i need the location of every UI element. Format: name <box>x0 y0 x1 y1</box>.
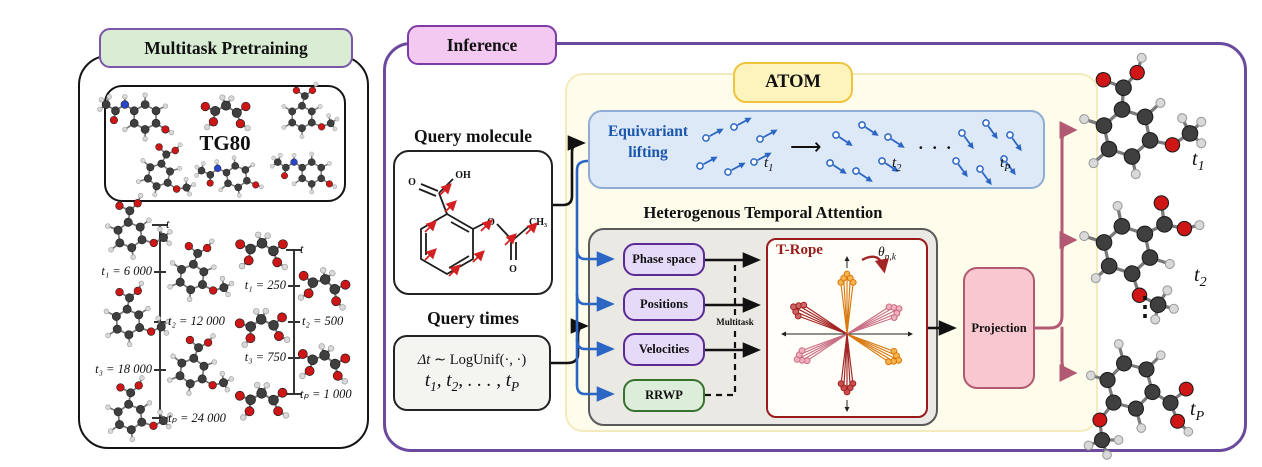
timeline-a-t2: t₂ = 12 000 <box>168 314 225 328</box>
molecule-icon <box>194 155 264 198</box>
query-molecule-box: OH O O O CH₃ <box>393 150 553 295</box>
timeline-b-t3: t₃ = 750 <box>244 350 286 364</box>
ellipsis-vertical: ⋮ <box>1132 292 1158 321</box>
molecule-icon <box>167 333 234 396</box>
equivariant-lifting-box <box>588 110 1045 189</box>
rotation-arrow <box>861 255 889 274</box>
positions-box: Positions <box>623 288 705 321</box>
query-times-distribution: Δt ∼ LogUnif(·, ·) <box>417 351 527 368</box>
tg80-label: TG80 <box>199 131 251 155</box>
tg80-molecules <box>97 81 340 198</box>
molecule-icon <box>235 231 288 271</box>
tg80-dataset-box <box>104 85 346 202</box>
molecule-icon <box>1079 195 1205 325</box>
trope-rotation-diagram <box>781 255 913 412</box>
molecule-icon <box>105 375 173 442</box>
molecule-icon <box>234 381 290 421</box>
molecule-icon <box>234 307 291 348</box>
query-times-header: Query times <box>427 308 519 328</box>
atom-label-ch3: CH₃ <box>529 217 547 228</box>
molecule-icon <box>103 280 171 348</box>
molecule-icon <box>97 92 175 142</box>
pretraining-title: Multitask Pretraining <box>144 37 308 58</box>
output-t2-label: t2 <box>1194 264 1207 290</box>
rrwp-box: RRWP <box>623 379 705 412</box>
timeline-a-tp: tₚ = 24 000 <box>168 411 226 425</box>
molecule-icon <box>105 192 173 260</box>
query-times-box: Δt ∼ LogUnif(·, ·) t1, t2, . . . , tP <box>393 335 551 411</box>
equivariant-lifting-title: Equivariant lifting <box>607 123 689 161</box>
atom-title: ATOM <box>765 72 821 92</box>
molecule-icon <box>167 238 235 302</box>
output-molecules <box>1079 52 1207 460</box>
timeline-b-t2: t₂ = 500 <box>302 314 344 328</box>
atom-label-o-carboxyl: O <box>408 177 416 188</box>
query-molecule-header: Query molecule <box>413 126 533 146</box>
ellipsis-horizontal: · · · <box>918 138 954 157</box>
phase-space-box: Phase space <box>623 243 705 276</box>
trope-axes <box>781 256 913 412</box>
velocities-box: Velocities <box>623 333 705 366</box>
delta-t: Δt <box>417 351 431 368</box>
timeline-b-tp: tₚ = 1 000 <box>300 387 352 401</box>
projection-box: Projection <box>963 267 1035 389</box>
skeletal-bonds <box>418 178 529 276</box>
equiv-t2-label: t2 <box>892 155 902 174</box>
aspirin-2d-structure: OH O O O CH₃ <box>408 170 547 277</box>
molecule-icon <box>281 81 340 139</box>
right-arrow-glyph: ⟶ <box>790 134 822 159</box>
output-tp-label: tP <box>1190 398 1205 424</box>
timeline-b-t1: t₁ = 250 <box>244 278 286 292</box>
molecule-icon <box>136 142 197 198</box>
timeline-b-top-label: t <box>300 242 304 256</box>
attention-title: Heterogenous Temporal Attention <box>643 203 883 222</box>
velocity-arrows <box>424 183 538 277</box>
molecule-icon <box>270 151 338 195</box>
molecule-icon <box>297 267 351 311</box>
inference-title-pill: Inference <box>407 25 557 65</box>
molecule-icon <box>297 343 351 385</box>
pretraining-timelines <box>103 192 351 442</box>
vector-group-t2 <box>824 119 908 186</box>
equiv-tp-label: tP <box>1000 155 1011 174</box>
atom-label-o-carbonyl: O <box>509 264 517 275</box>
query-times-sequence: t1, t2, . . . , tP <box>424 369 520 394</box>
equiv-t1-label: t1 <box>764 155 774 174</box>
timeline-a-t1: t₁ = 6 000 <box>101 264 152 278</box>
multitask-label: Multitask <box>710 317 760 327</box>
theta-label: θp,k <box>878 244 896 263</box>
molecule-icon <box>200 94 251 132</box>
atom-labels: OH O O O CH₃ <box>408 170 547 275</box>
timeline-a-t3: t₃ = 18 000 <box>95 362 152 376</box>
vector-group-tp <box>950 117 1026 188</box>
inference-title: Inference <box>446 34 518 55</box>
atom-title-pill: ATOM <box>733 62 853 103</box>
molecule-icon <box>1083 339 1194 460</box>
pretraining-title-pill: Multitask Pretraining <box>99 28 353 68</box>
timeline-b-axis <box>286 249 302 395</box>
atom-label-oh: OH <box>455 170 471 181</box>
output-t1-label: t1 <box>1192 148 1205 174</box>
rotating-vector-bundles <box>790 270 903 396</box>
trope-title: T-Rope <box>776 242 823 258</box>
timeline-a-top-label: t <box>166 217 170 231</box>
molecule-icon <box>1079 52 1207 180</box>
